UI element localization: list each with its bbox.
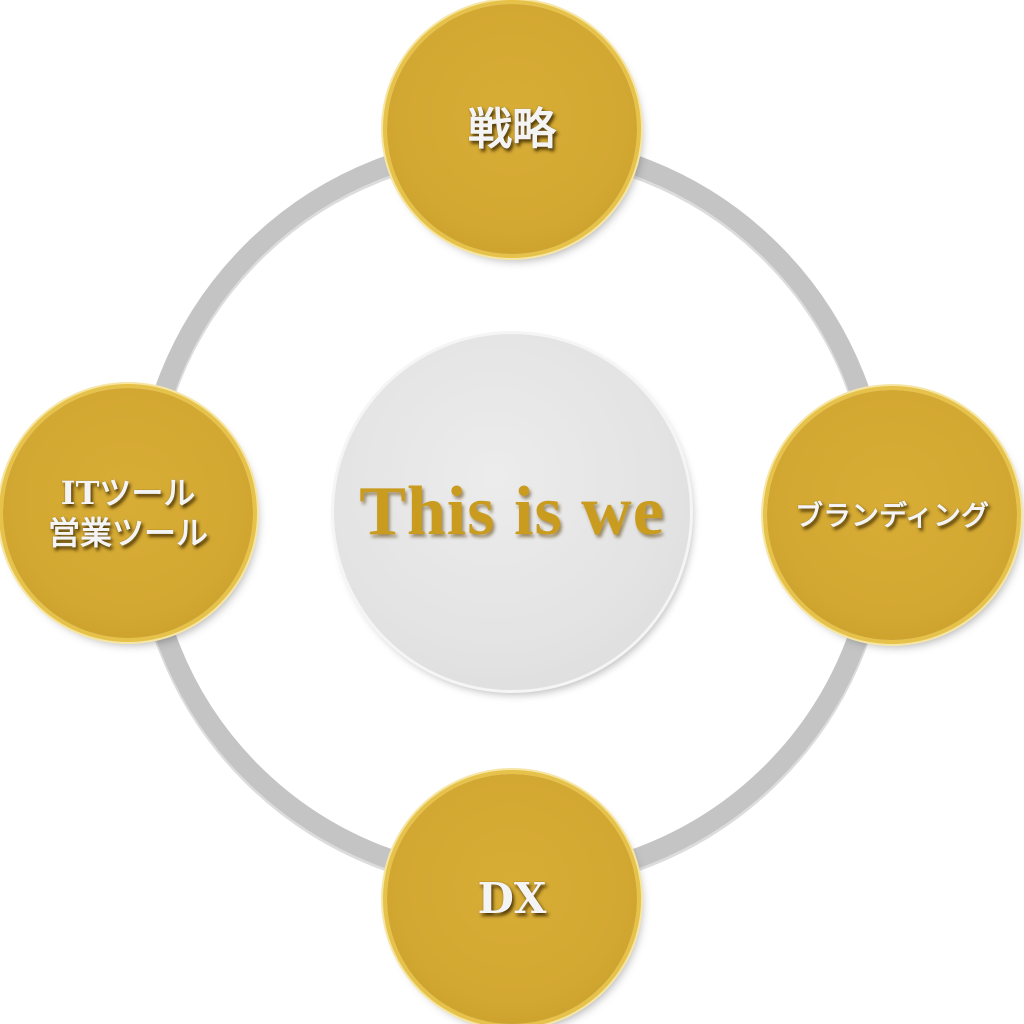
node-left-line1: ITツール (60, 474, 196, 512)
node-right-label: ブランディング (794, 498, 990, 532)
node-left-label: ITツール 営業ツール (48, 473, 208, 553)
node-right: ブランディング (767, 390, 1017, 640)
center-circle: This is we (334, 334, 690, 690)
center-title: This is we (359, 473, 665, 550)
node-bottom: DX (387, 774, 637, 1024)
node-bottom-label: DX (477, 873, 547, 923)
node-top-label: 戦略 (468, 103, 556, 155)
node-top: 戦略 (387, 4, 637, 254)
node-left: ITツール 営業ツール (3, 388, 253, 638)
node-left-line2: 営業ツール (47, 514, 208, 552)
